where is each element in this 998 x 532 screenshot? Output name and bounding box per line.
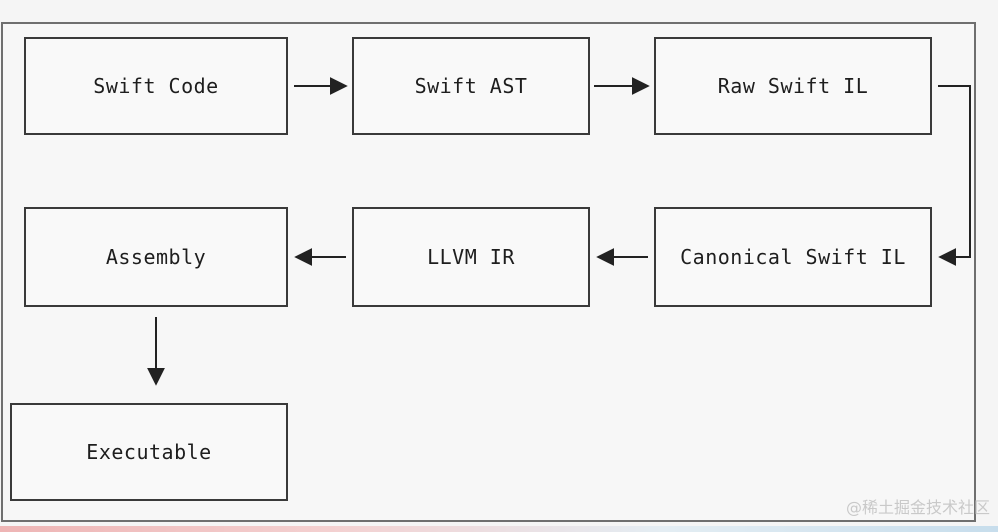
bottom-strip: [0, 526, 998, 532]
node-assembly: Assembly: [24, 207, 288, 307]
node-executable: Executable: [10, 403, 288, 501]
node-label: Canonical Swift IL: [680, 245, 906, 269]
node-label: Executable: [86, 440, 212, 464]
node-llvm-ir: LLVM IR: [352, 207, 590, 307]
node-label: LLVM IR: [427, 245, 515, 269]
node-swift-code: Swift Code: [24, 37, 288, 135]
node-canonical-swift-il: Canonical Swift IL: [654, 207, 932, 307]
node-label: Swift Code: [93, 74, 219, 98]
node-raw-swift-il: Raw Swift IL: [654, 37, 932, 135]
node-label: Assembly: [105, 245, 207, 269]
node-label: Raw Swift IL: [717, 74, 869, 98]
node-label: Swift AST: [414, 74, 528, 98]
watermark: @稀土掘金技术社区: [845, 498, 990, 517]
node-swift-ast: Swift AST: [352, 37, 590, 135]
